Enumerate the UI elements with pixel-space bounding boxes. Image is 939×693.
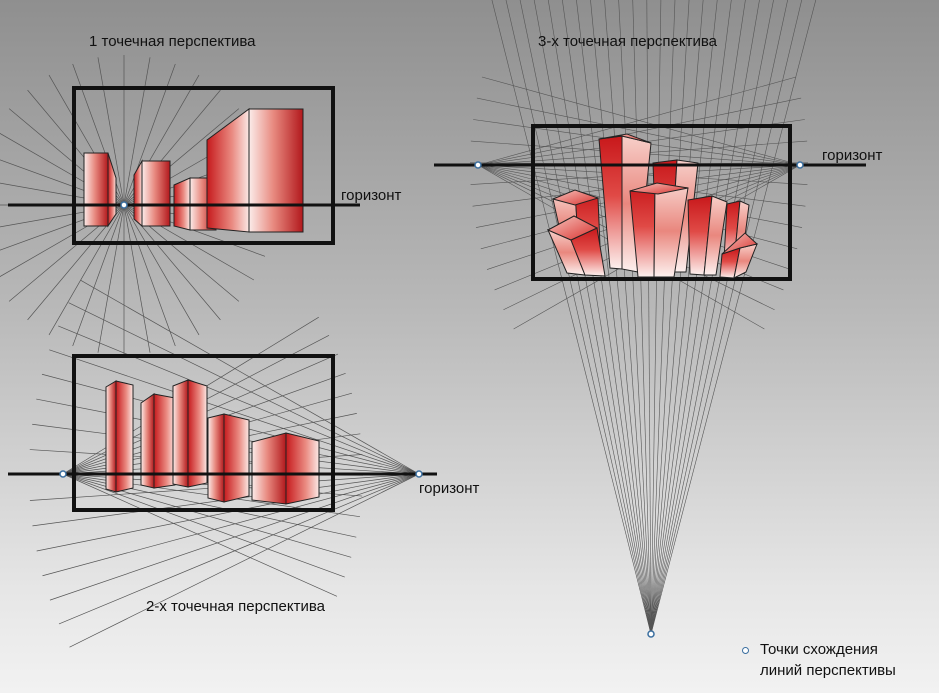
legend-line-1: Точки схождения (760, 641, 878, 658)
two-point-buildings (105, 379, 320, 505)
building-2c-right (187, 379, 208, 488)
perspective-ray (123, 204, 176, 347)
perspective-ray (62, 473, 345, 578)
vanishing-point-icon (647, 630, 655, 638)
perspective-ray (650, 0, 704, 635)
three-point-horizon-label: горизонт (822, 147, 883, 164)
vanishing-point-icon (120, 201, 128, 209)
vanishing-point-icon (474, 161, 482, 169)
building-2d-right (223, 413, 250, 503)
perspective-ray (481, 76, 801, 166)
perspective-ray (58, 473, 420, 625)
perspective-ray (48, 204, 125, 336)
building-3h-top (721, 232, 759, 255)
perspective-ray (123, 204, 200, 336)
perspective-ray (97, 57, 125, 206)
perspective-ray (632, 0, 652, 635)
one-point-title: 1 точечная перспектива (89, 33, 256, 50)
perspective-ray (650, 0, 774, 635)
two-point-frame (72, 354, 335, 512)
vanishing-point-legend-icon (742, 647, 749, 654)
three-point-rays (470, 0, 817, 635)
building-3f-top (629, 182, 689, 195)
perspective-ray (533, 0, 652, 635)
building-3a-top (598, 133, 652, 144)
building-2c-left (172, 379, 189, 488)
perspective-ray (68, 302, 420, 475)
perspective-ray (69, 473, 420, 648)
perspective-ray (646, 0, 652, 635)
two-point-title: 2-х точечная перспектива (146, 598, 326, 615)
perspective-ray (80, 279, 420, 475)
three-point-panel (434, 0, 866, 638)
perspective-ray (650, 0, 690, 635)
building-2b-right (153, 393, 176, 489)
perspective-ray (49, 349, 420, 475)
perspective-ray (604, 0, 652, 635)
perspective-ray (72, 204, 125, 347)
perspective-ray (650, 0, 817, 635)
building-1d-side (206, 108, 250, 233)
perspective-ray (123, 204, 151, 353)
building-2a-right (115, 380, 134, 493)
vanishing-point-icon (796, 161, 804, 169)
perspective-ray (123, 57, 151, 206)
building-1a-side (107, 152, 117, 228)
two-point-horizon-label: горизонт (419, 480, 480, 497)
perspective-ray (42, 473, 420, 577)
building-1a-front (83, 152, 109, 227)
one-point-buildings (83, 108, 304, 233)
building-2e-left (251, 432, 287, 505)
building-1b-front (141, 160, 171, 227)
perspective-ray (62, 473, 338, 597)
perspective-ray (49, 473, 420, 601)
three-point-frame (531, 124, 792, 281)
perspective-ray (650, 0, 676, 635)
three-point-title: 3-х точечная перспектива (538, 33, 718, 50)
vanishing-point-icon (59, 470, 67, 478)
perspective-ray (618, 0, 652, 635)
legend-line-2: линий перспективы (760, 662, 896, 679)
three-point-buildings (546, 133, 759, 279)
perspective-ray (491, 0, 652, 635)
perspective-ray (576, 0, 652, 635)
building-2e-right (285, 432, 320, 505)
one-point-panel (0, 55, 360, 355)
building-2d-left (207, 413, 225, 503)
perspective-ray (650, 0, 718, 635)
one-point-frame (72, 86, 335, 245)
building-1d-front (248, 108, 304, 233)
building-3c-right (703, 195, 728, 276)
building-1b-side (133, 159, 143, 228)
building-3e-top (551, 189, 600, 206)
perspective-ray (97, 204, 125, 353)
perspective-ray (590, 0, 652, 635)
one-point-horizon-label: горизонт (341, 187, 402, 204)
perspective-ray (36, 473, 420, 552)
perspective-ray (505, 0, 652, 635)
building-3g-top (546, 215, 599, 241)
vanishing-point-icon (415, 470, 423, 478)
perspective-ray (58, 325, 420, 475)
two-point-panel (8, 279, 437, 648)
building-3a-left (598, 135, 623, 270)
